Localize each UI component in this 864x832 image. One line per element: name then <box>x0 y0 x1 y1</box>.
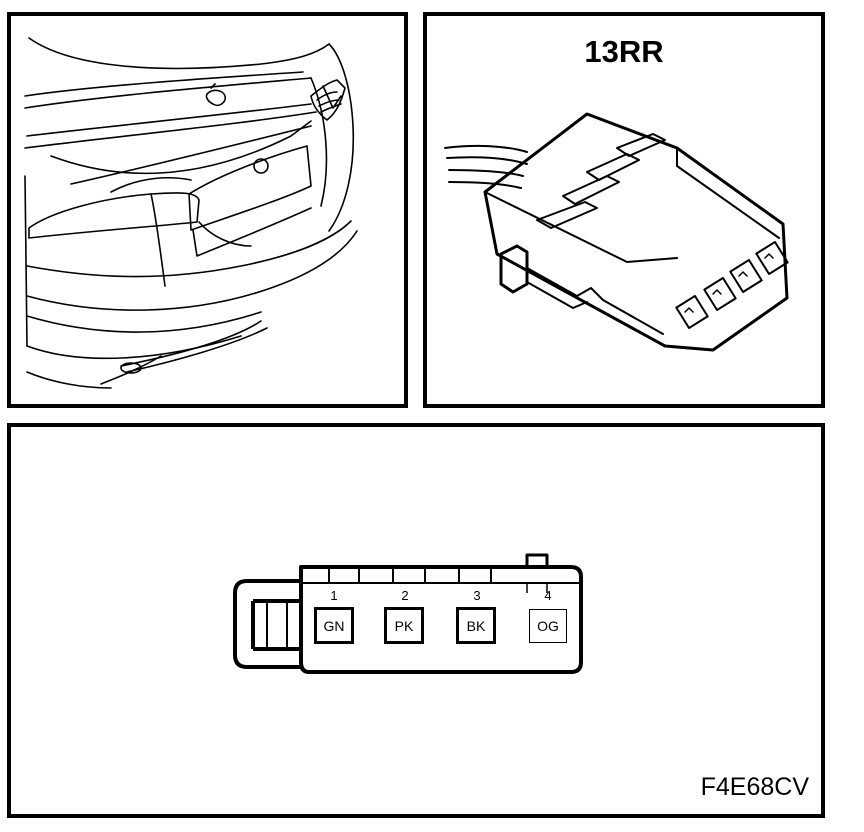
pin-number-4: 4 <box>544 588 552 603</box>
connector-id-title: 13RR <box>584 34 664 69</box>
pin-4-cavity: OG <box>529 609 567 643</box>
pin-3-cavity: BK <box>456 607 496 644</box>
pin-1-cavity: GN <box>314 607 354 644</box>
pin-number-3: 3 <box>473 588 481 603</box>
connector-view-panel: 13RR <box>423 12 825 408</box>
car-locator-panel <box>7 12 408 408</box>
pin-2-cavity: PK <box>384 607 424 644</box>
connector-3d-illustration <box>444 112 789 352</box>
figure-code: F4E68CV <box>700 773 809 801</box>
pin-number-1: 1 <box>330 588 338 603</box>
pinout-panel: 1 GN 2 PK 3 BK 4 OG F4E68CV <box>7 423 825 818</box>
pin-number-2: 2 <box>401 588 409 603</box>
car-rear-illustration <box>24 37 358 389</box>
connector-face-outline <box>233 553 583 674</box>
